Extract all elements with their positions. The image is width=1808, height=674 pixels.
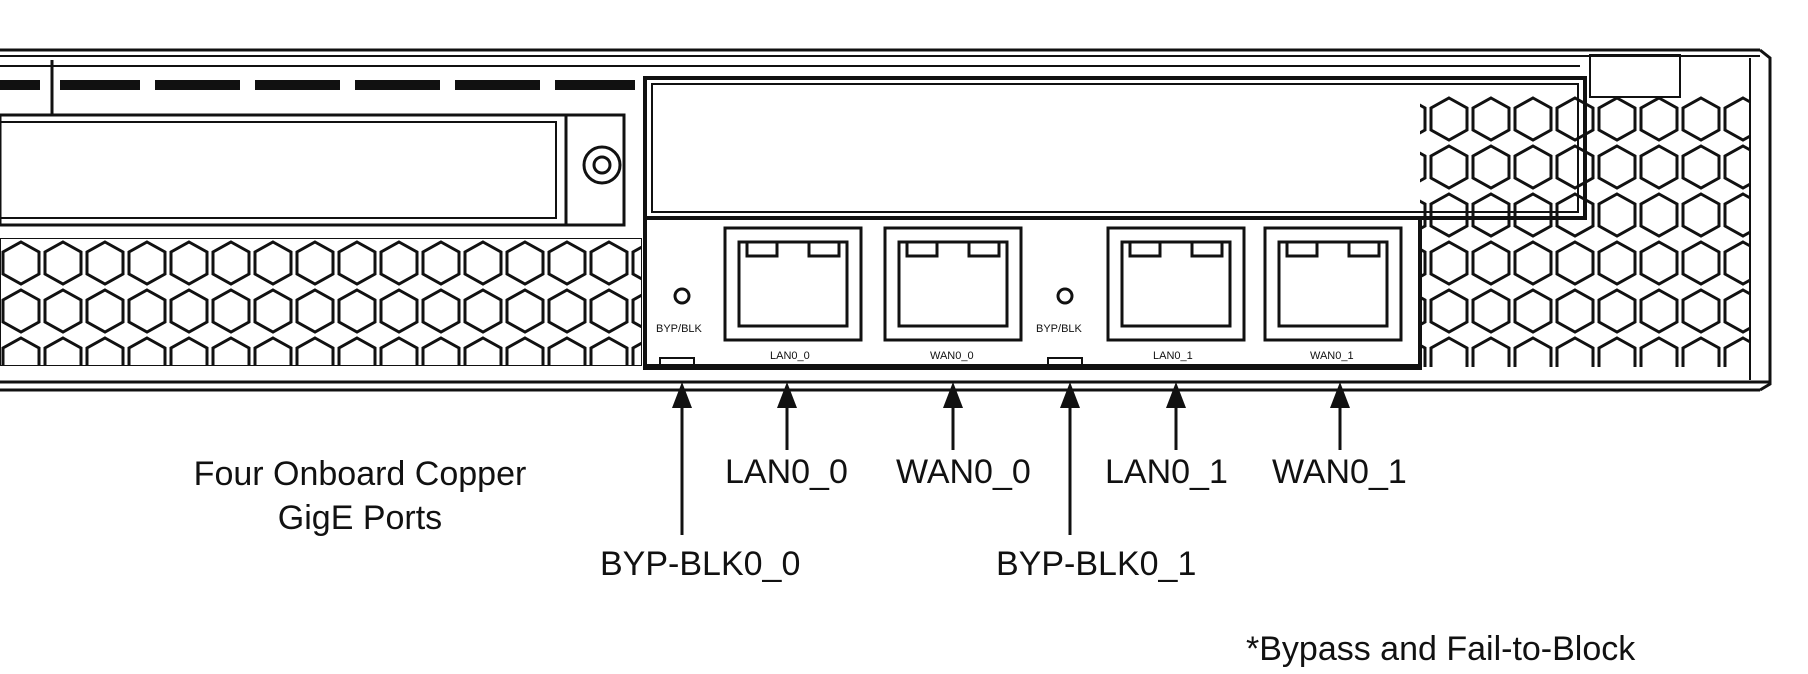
chassis-outline [0,48,1772,392]
arrow-lan0-1 [1166,382,1186,450]
callout-wan0-1: WAN0_1 [1272,453,1407,491]
panel-label-wan0-0: WAN0_0 [930,350,974,362]
callout-byp-blk0-0: BYP-BLK0_0 [600,545,801,583]
panel-label-byp-blk-left: BYP/BLK [656,323,703,335]
panel-label-byp-blk-right: BYP/BLK [1036,323,1083,335]
left-slot-cover [0,113,626,227]
right-bracket [1589,54,1681,98]
description-line-1: Four Onboard Copper [193,455,527,493]
byp-blk-led-0 [673,287,691,305]
callout-wan0-0: WAN0_0 [896,453,1031,491]
callout-lan0-1: LAN0_1 [1105,453,1228,491]
bypass-connector [1047,357,1083,369]
panel-label-lan0-1: LAN0_1 [1153,350,1193,362]
right-hex-grill [1420,95,1750,367]
left-hex-grill [0,238,642,366]
arrow-byp-blk0-0 [672,382,692,535]
arrow-wan0-1 [1330,382,1350,450]
arrow-lan0-0 [777,382,797,450]
byp-blk-led-1 [1056,287,1074,305]
arrow-byp-blk0-1 [1060,382,1080,535]
panel-label-wan0-1: WAN0_1 [1310,350,1354,362]
callout-arrows [672,382,1350,535]
description-line-2: GigE Ports [277,499,443,537]
rj45-port-lan0-0[interactable] [723,226,863,342]
footnote: *Bypass and Fail-to-Block [1246,630,1636,668]
callout-byp-blk0-1: BYP-BLK0_1 [996,545,1197,583]
bypass-connector-left [659,357,695,369]
callout-lan0-0: LAN0_0 [725,453,848,491]
panel-label-lan0-0: LAN0_0 [770,350,810,362]
rj45-port-wan0-0[interactable] [883,226,1023,342]
top-vent-slots [0,80,635,90]
description-block: Four Onboard Copper GigE Ports [150,452,570,540]
rj45-port-wan0-1[interactable] [1263,226,1403,342]
arrow-wan0-0 [943,382,963,450]
rj45-port-lan0-1[interactable] [1106,226,1246,342]
